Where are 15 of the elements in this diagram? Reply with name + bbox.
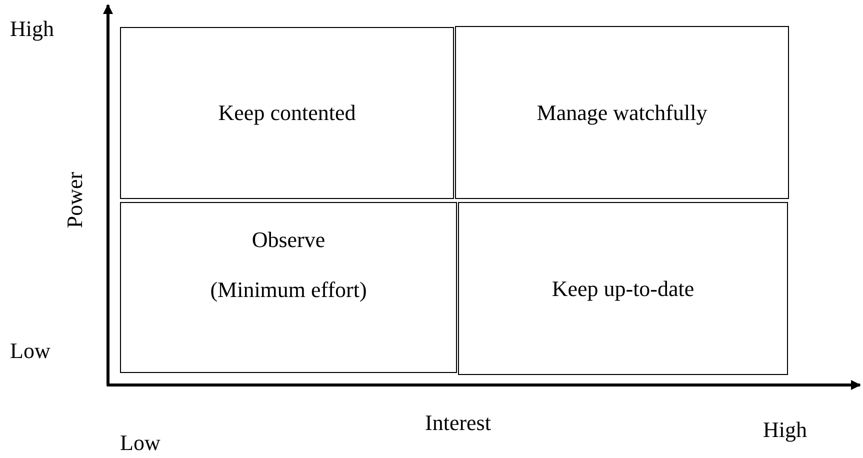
quadrant-box <box>455 26 789 199</box>
quadrant-note: (Minimum effort) <box>210 277 367 303</box>
quadrant-box <box>120 202 457 373</box>
quadrant-box <box>120 27 454 199</box>
quadrant-label: Keep up-to-date <box>552 276 694 302</box>
quadrant-label: Keep contented <box>218 100 356 126</box>
axis-title: Power <box>62 172 88 228</box>
axis-tick-label: High <box>763 417 807 443</box>
quadrant-box <box>458 202 788 375</box>
axis-title: Interest <box>425 410 491 436</box>
axis-tick-label: Low <box>120 430 160 456</box>
quadrant-label: Manage watchfully <box>536 100 708 126</box>
axis-tick-label: High <box>10 16 54 42</box>
quadrant-label: Observe <box>252 227 326 253</box>
axis-tick-label: Low <box>10 338 50 364</box>
